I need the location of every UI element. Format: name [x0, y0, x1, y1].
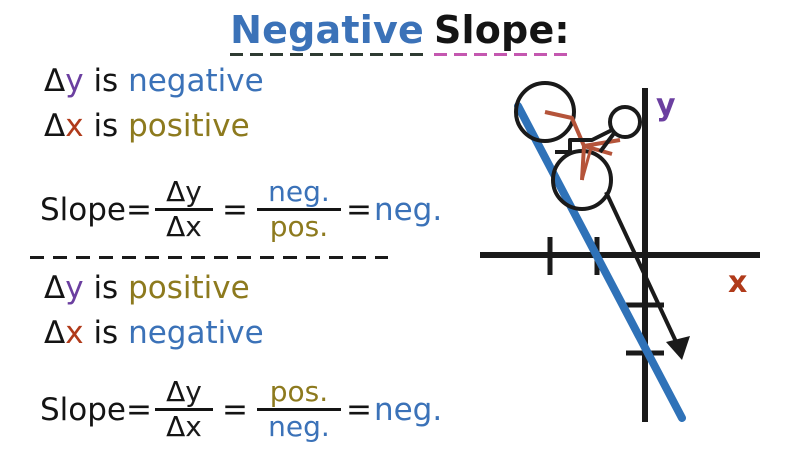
variable-x: x	[65, 315, 84, 351]
fraction-denominator: pos.	[269, 210, 329, 243]
equals-sign-final: =	[345, 191, 372, 228]
dashed-divider	[30, 256, 388, 259]
bicycle-rider-illustration	[514, 81, 642, 211]
variable-x: x	[185, 210, 202, 243]
variable-x: x	[65, 108, 84, 144]
statement-value: positive	[128, 108, 250, 144]
direction-arrow-head	[666, 336, 690, 360]
fraction-numerator: neg.	[268, 175, 330, 208]
fraction-denominator: Δx	[162, 413, 206, 441]
equals-sign: =	[221, 191, 248, 228]
rider-head	[608, 105, 642, 139]
statement-delta-x-bottom: Δx is negative	[44, 315, 264, 351]
delta-symbol: Δ	[44, 108, 66, 144]
variable-y: y	[65, 270, 84, 306]
delta-symbol: Δ	[44, 270, 66, 306]
fraction-delta-y-over-delta-x: Δy Δx	[154, 378, 213, 441]
delta-symbol: Δ	[166, 175, 186, 208]
statement-delta-x-top: Δx is positive	[44, 108, 250, 144]
bicycle-rear-wheel	[514, 81, 576, 143]
variable-y: y	[65, 63, 84, 99]
equation-label: Slope=	[40, 391, 152, 428]
fraction-numerator: pos.	[269, 375, 329, 408]
direction-arrow	[604, 191, 690, 360]
verb-is: is	[93, 108, 119, 144]
equals-sign: =	[221, 391, 248, 428]
direction-arrow-shaft	[604, 191, 680, 347]
fraction-bar	[154, 408, 213, 411]
statement-value: positive	[128, 270, 250, 306]
fraction-bar	[154, 208, 213, 211]
negative-slope-graph: y x	[460, 70, 800, 450]
fraction-pos-over-neg: pos. neg.	[256, 375, 341, 443]
fraction-denominator: Δx	[162, 213, 206, 241]
variable-y: y	[185, 375, 202, 408]
variable-y: y	[185, 175, 202, 208]
statement-delta-y-bottom: Δy is positive	[44, 270, 250, 306]
fraction-bar	[256, 408, 341, 411]
equation-label: Slope=	[40, 191, 152, 228]
equation-slope-top: Slope= Δy Δx = neg. pos. = neg.	[40, 178, 442, 241]
slope-line	[514, 102, 686, 422]
rider-body	[555, 128, 613, 154]
graph-svg	[480, 81, 760, 422]
delta-symbol: Δ	[44, 63, 66, 99]
variable-x: x	[185, 410, 202, 443]
fraction-denominator: neg.	[268, 410, 330, 443]
verb-is: is	[93, 270, 119, 306]
bicycle-frame	[544, 110, 586, 181]
equation-result: neg.	[373, 391, 443, 428]
bicycle-handlebar	[583, 138, 621, 156]
x-axis-label: x	[728, 265, 748, 300]
delta-symbol: Δ	[166, 375, 186, 408]
verb-is: is	[93, 63, 119, 99]
fraction-bar	[256, 208, 341, 211]
bicycle-seat-post	[580, 147, 593, 181]
fraction-numerator: Δy	[162, 178, 206, 206]
verb-is: is	[93, 315, 119, 351]
fraction-delta-y-over-delta-x: Δy Δx	[154, 178, 213, 241]
fraction-numerator: Δy	[162, 378, 206, 406]
rider-arm	[598, 130, 617, 154]
equation-result: neg.	[373, 191, 443, 228]
statement-value: negative	[128, 63, 264, 99]
title-word-negative: Negative	[230, 8, 424, 56]
title-word-slope: Slope:	[433, 8, 570, 56]
statement-value: negative	[128, 315, 264, 351]
statement-delta-y-top: Δy is negative	[44, 63, 264, 99]
equals-sign-final: =	[345, 391, 372, 428]
delta-symbol: Δ	[44, 315, 66, 351]
y-axis-label: y	[656, 88, 676, 123]
fraction-neg-over-pos: neg. pos.	[256, 175, 341, 243]
delta-symbol: Δ	[166, 210, 186, 243]
equation-slope-bottom: Slope= Δy Δx = pos. neg. = neg.	[40, 378, 442, 441]
delta-symbol: Δ	[166, 410, 186, 443]
